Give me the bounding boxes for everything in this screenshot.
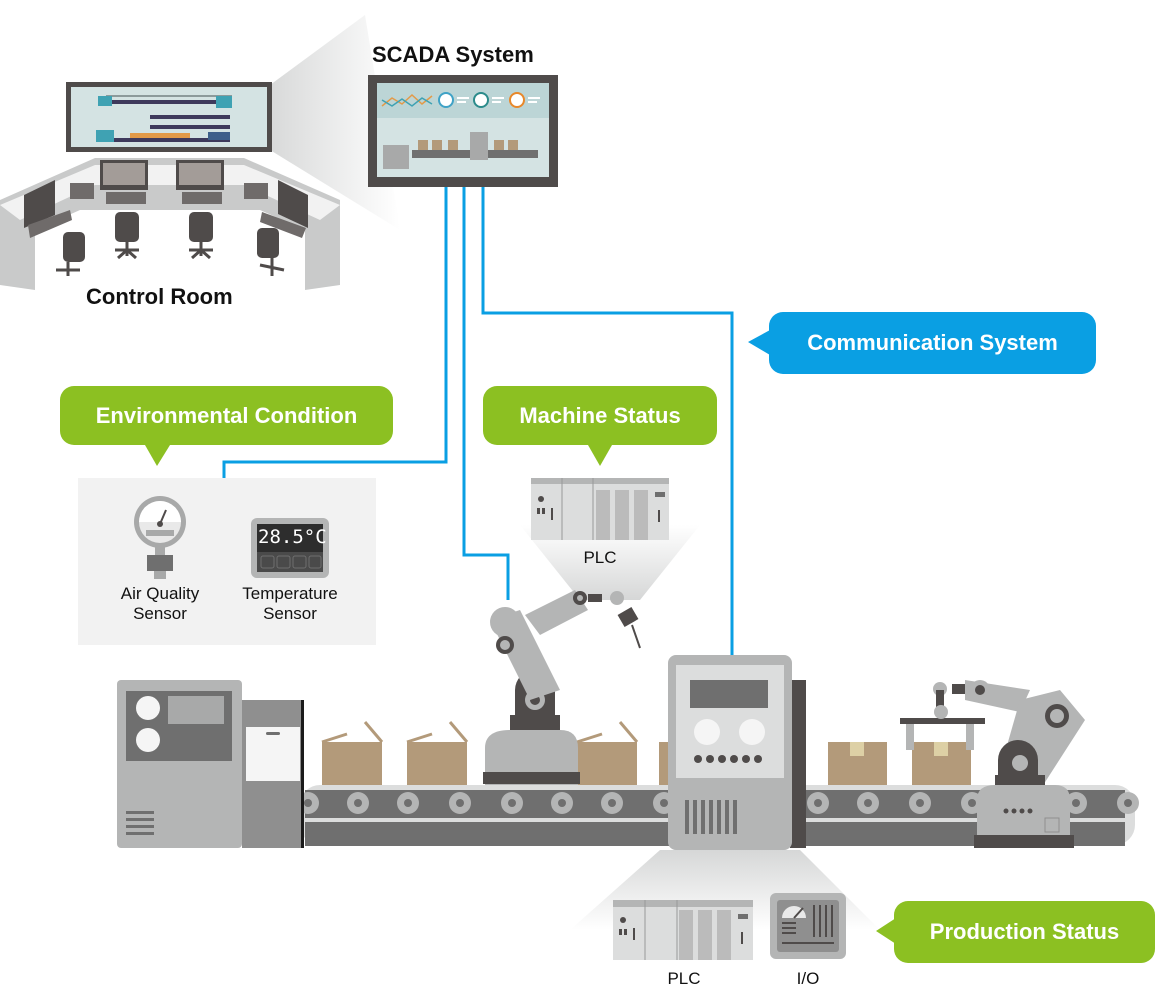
robot-arm-left xyxy=(483,590,641,785)
box-flap xyxy=(618,721,639,743)
roller-hub xyxy=(660,799,668,807)
roller-hub xyxy=(456,799,464,807)
roller-hub xyxy=(404,799,412,807)
io-module-icon xyxy=(770,893,846,959)
air-quality-label-line2: Sensor xyxy=(133,604,187,623)
box-flap xyxy=(576,732,603,744)
temperature-sensor-icon xyxy=(251,518,329,578)
box xyxy=(322,742,382,785)
box xyxy=(407,742,467,785)
bubble-tail xyxy=(588,445,612,466)
box-tape xyxy=(850,742,864,756)
roller-hub xyxy=(968,799,976,807)
plc-icon-production xyxy=(613,900,753,960)
roller-hub xyxy=(608,799,616,807)
production-status-bubble: Production Status xyxy=(894,901,1155,963)
box-flap xyxy=(406,732,433,744)
boxes xyxy=(321,721,971,785)
temperature-label-line1: Temperature xyxy=(242,584,338,603)
roller-hub xyxy=(508,799,516,807)
roller-hub xyxy=(558,799,566,807)
roller-hub xyxy=(916,799,924,807)
communication-system-bubble: Communication System xyxy=(769,312,1096,374)
plc-label-production: PLC xyxy=(667,969,701,988)
temperature-reading: 28.5°C xyxy=(258,526,327,548)
plc-beam xyxy=(520,525,700,600)
roller-hub xyxy=(1124,799,1132,807)
control-room-title: Control Room xyxy=(86,284,233,309)
roller-hub xyxy=(354,799,362,807)
scada-monitor xyxy=(368,75,558,187)
box-flap xyxy=(363,721,384,743)
plc-icon-machine xyxy=(531,478,669,540)
box xyxy=(577,742,637,785)
bubble-tail xyxy=(876,918,896,944)
bubble-tail xyxy=(145,445,170,466)
io-label: I/O xyxy=(796,969,820,988)
machine-status-bubble: Machine Status xyxy=(483,386,717,445)
control-room-illustration xyxy=(0,82,340,290)
box xyxy=(659,742,669,785)
scada-title: SCADA System xyxy=(372,42,534,67)
air-quality-sensor-icon xyxy=(134,496,186,579)
box-flap xyxy=(448,721,469,743)
robot-arm-right xyxy=(900,680,1085,848)
box-flap xyxy=(321,732,348,744)
roller-hub xyxy=(1072,799,1080,807)
communication-lines xyxy=(222,187,734,656)
roller-hub xyxy=(814,799,822,807)
left-machine xyxy=(117,680,304,848)
center-control-cabinet xyxy=(668,655,806,850)
temperature-sensor-label: Temperature Sensor xyxy=(234,584,346,624)
zoom-beam xyxy=(270,15,400,230)
roller-hub xyxy=(304,799,312,807)
temperature-label-line2: Sensor xyxy=(263,604,317,623)
plc-label-machine: PLC xyxy=(583,548,617,567)
air-quality-sensor-label: Air Quality Sensor xyxy=(110,584,210,624)
bubble-tail xyxy=(748,330,770,355)
air-quality-label-line1: Air Quality xyxy=(120,584,200,603)
box-tape xyxy=(934,742,948,756)
environmental-condition-bubble: Environmental Condition xyxy=(60,386,393,445)
roller-hub xyxy=(864,799,872,807)
